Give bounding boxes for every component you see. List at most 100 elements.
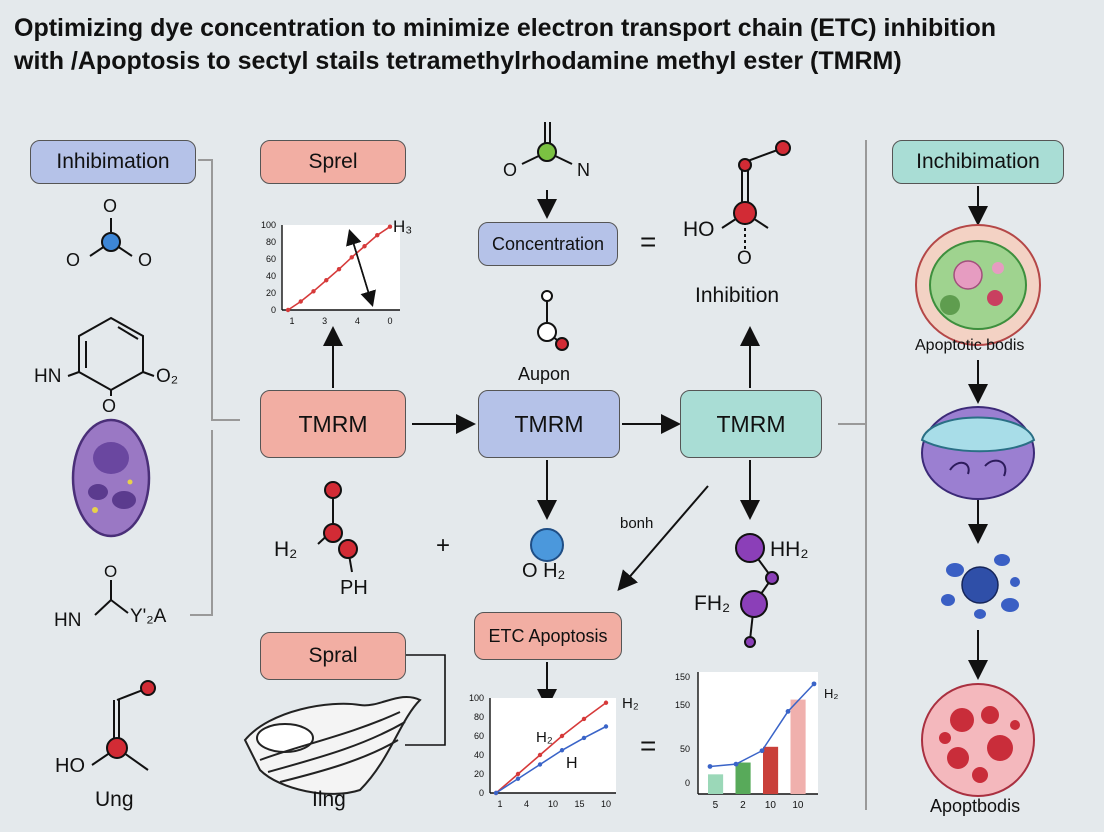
- overlay-point: [811, 681, 817, 687]
- x-tick-label: 1: [497, 799, 502, 809]
- data-point: [559, 733, 565, 739]
- box-concentration: Concentration: [478, 222, 618, 266]
- atom-ph-mid: PH: [340, 577, 368, 599]
- data-point: [285, 307, 291, 313]
- y-tick-label: 150: [675, 672, 690, 682]
- data-point: [336, 267, 342, 272]
- x-tick-label: 4: [524, 799, 529, 809]
- atom-hn-o: O: [104, 562, 118, 581]
- molecule-hn-bottom: [94, 580, 129, 616]
- series-label-h2-mid: H₂: [536, 729, 553, 746]
- molecule-top-center: [521, 122, 573, 165]
- x-tick-label: 4: [355, 316, 360, 326]
- data-point: [387, 224, 393, 229]
- box-tmrm-left: TMRM: [260, 390, 406, 458]
- x-tick-label: 2: [740, 800, 746, 811]
- box-inhibimation: Inhibimation: [30, 140, 196, 184]
- atom-ho-left: HO: [55, 755, 85, 777]
- y-tick-label: 40: [266, 271, 276, 281]
- chart-bg: [490, 698, 616, 793]
- left-bracket-top: [198, 159, 240, 421]
- data-point: [603, 700, 609, 705]
- data-point: [493, 790, 499, 796]
- spral-bracket: [405, 654, 446, 746]
- atom-left-o-top: O: [103, 196, 118, 216]
- box-sprel-label: Sprel: [308, 150, 358, 173]
- title-line-2: with /Apoptosis to sectyl stails tetrame…: [14, 47, 902, 75]
- box-inhibimation-label: Inhibimation: [56, 150, 170, 173]
- page-title: Optimizing dye concentration to minimize…: [14, 12, 1094, 78]
- x-tick-label: 10: [601, 799, 611, 809]
- data-point: [603, 724, 609, 729]
- molecule-purple: [735, 533, 779, 648]
- x-tick-label: 10: [792, 800, 804, 811]
- label-ung: Ung: [95, 788, 134, 811]
- box-spral: Spral: [260, 632, 406, 680]
- box-inchibimation: Inchibimation: [892, 140, 1064, 184]
- arrow-bonh: [617, 485, 709, 592]
- label-aupon: Aupon: [518, 364, 571, 384]
- molecule-ho-top: [721, 140, 791, 250]
- y-tick-label: 20: [266, 288, 276, 298]
- box-spral-label: Spral: [308, 644, 358, 667]
- data-point: [515, 776, 521, 781]
- label-bonh: bonh: [620, 515, 654, 532]
- series-label-h: H: [566, 755, 578, 772]
- box-etc-apoptosis-label: ETC Apoptosis: [488, 625, 608, 646]
- shell-illustration: [243, 695, 422, 795]
- series-label: H₂: [824, 686, 838, 701]
- data-point: [537, 762, 543, 767]
- molecule-o3: [89, 218, 133, 257]
- data-point: [324, 278, 329, 283]
- cell-blue-purple-icon: [920, 406, 1036, 500]
- box-concentration-label: Concentration: [491, 233, 605, 254]
- y-tick-label: 100: [469, 693, 484, 703]
- overlay-point: [733, 761, 739, 767]
- atom-hh2-right: HH₂: [770, 538, 809, 561]
- data-point: [298, 299, 303, 304]
- title-line-1: Optimizing dye concentration to minimize…: [14, 14, 996, 42]
- y-tick-label: 100: [261, 220, 276, 230]
- box-tmrm-left-label: TMRM: [298, 410, 368, 437]
- molecule-aupon: [537, 290, 569, 351]
- y-tick-label: 150: [675, 700, 690, 710]
- chart-arrow-down: [349, 231, 376, 308]
- series-label-h2-top: H₂: [622, 695, 639, 712]
- y-tick-label: 20: [474, 769, 484, 779]
- atom-ring-o2: O₂: [156, 366, 179, 387]
- molecule-h2-ph: [317, 481, 358, 573]
- data-point: [515, 771, 521, 777]
- x-tick-label: 10: [765, 800, 777, 811]
- x-tick-label: 0: [387, 316, 392, 326]
- atom-ring-hn: HN: [34, 366, 62, 387]
- data-point: [375, 233, 380, 238]
- atom-h2-mid: H₂: [274, 538, 298, 561]
- y-tick-label: 80: [266, 237, 276, 247]
- x-tick-label: 3: [322, 316, 327, 326]
- cell-red-apoptotic-icon: [921, 683, 1035, 797]
- plus-sign: +: [436, 532, 451, 559]
- y-tick-label: 60: [474, 731, 484, 741]
- atom-left-o-right: O: [138, 250, 153, 270]
- box-etc-apoptosis: ETC Apoptosis: [474, 612, 622, 660]
- series-line: [495, 702, 607, 794]
- atom-ho-top: HO: [683, 218, 715, 241]
- x-tick-label: 15: [574, 799, 584, 809]
- right-bracket: [838, 140, 867, 425]
- cell-green-icon: [915, 224, 1041, 346]
- atom-top-n: N: [577, 160, 590, 180]
- x-tick-label: 10: [548, 799, 558, 809]
- overlay-point: [785, 709, 791, 714]
- series-label: H₃: [393, 217, 412, 236]
- label-apoptbodis: Apoptbodis: [930, 796, 1021, 816]
- x-tick-label: 1: [289, 316, 294, 326]
- atom-top-o: O: [503, 160, 518, 180]
- data-point: [349, 255, 354, 260]
- cell-blue-fragments-icon: [941, 554, 1020, 619]
- atom-ho-o: O: [737, 248, 752, 269]
- y-tick-label: 0: [479, 788, 484, 798]
- bar: [708, 774, 724, 794]
- y-tick-label: 60: [266, 254, 276, 264]
